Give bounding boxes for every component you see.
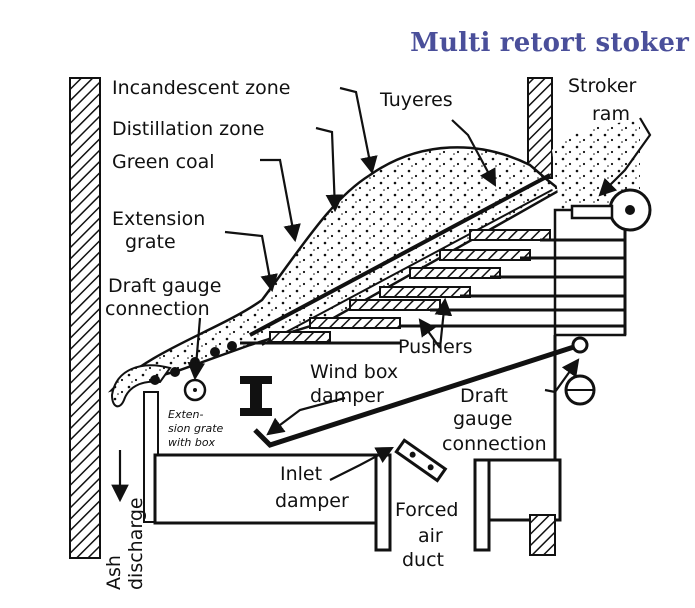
label-extension-grate-box-3: with box: [168, 436, 216, 449]
ram-block: [570, 204, 614, 220]
label-tuyeres: Tuyeres: [379, 89, 453, 111]
label-ash-discharge-2: discharge: [125, 497, 147, 590]
label-extension-grate-2: grate: [125, 231, 176, 253]
damper-pivot: [571, 336, 589, 354]
label-extension-grate-box-2: sion grate: [168, 422, 224, 435]
label-draft-gauge-right-2: gauge: [453, 408, 513, 430]
label-ash-discharge-1: Ash: [103, 555, 125, 590]
label-pushers: Pushers: [398, 336, 473, 358]
label-stroker-ram-2: ram: [592, 103, 630, 125]
label-stroker-ram-1: Stroker: [568, 75, 637, 97]
right-base-block: [529, 514, 556, 556]
left-wall: [69, 77, 101, 559]
leader-lines: [111, 86, 652, 503]
label-draft-gauge-left-2: connection: [105, 298, 210, 320]
retort-slope: [249, 173, 551, 337]
grate-steps: [269, 229, 551, 343]
inlet-post: [374, 453, 392, 552]
right-wall: [527, 77, 553, 179]
coal-feed: [552, 120, 640, 210]
label-incandescent-zone: Incandescent zone: [112, 77, 290, 99]
label-forced-air-duct-2: air: [418, 525, 443, 547]
forced-air-duct: [394, 438, 448, 483]
label-extension-grate-box-1: Exten-: [168, 408, 204, 421]
diagram-title: Multi retort stoker: [410, 28, 689, 58]
windbox-damper-rod: [253, 342, 581, 448]
label-inlet-damper-2: damper: [275, 490, 349, 512]
label-inlet-damper-1: Inlet: [280, 463, 322, 485]
labels: Incandescent zone Distillation zone Gree…: [103, 75, 637, 590]
ash-lump: [110, 364, 172, 408]
i-beam: [240, 376, 272, 416]
label-green-coal: Green coal: [112, 151, 215, 173]
grate-nodes: [150, 341, 237, 385]
label-wind-box-damper-2: damper: [310, 385, 384, 407]
label-draft-gauge-right-3: connection: [442, 433, 547, 455]
ram-wheel-hub: [625, 205, 635, 215]
label-draft-gauge-left-1: Draft gauge: [108, 275, 221, 297]
label-distillation-zone: Distillation zone: [112, 118, 265, 140]
windbox-duct: [153, 453, 392, 525]
label-forced-air-duct-3: duct: [402, 549, 444, 571]
label-wind-box-damper-1: Wind box: [310, 361, 398, 383]
ram-housing: [553, 208, 627, 337]
right-post: [473, 458, 491, 552]
label-forced-air-duct-1: Forced: [395, 499, 458, 521]
label-extension-grate-1: Extension: [112, 208, 205, 230]
label-draft-gauge-right-1: Draft: [460, 385, 508, 407]
